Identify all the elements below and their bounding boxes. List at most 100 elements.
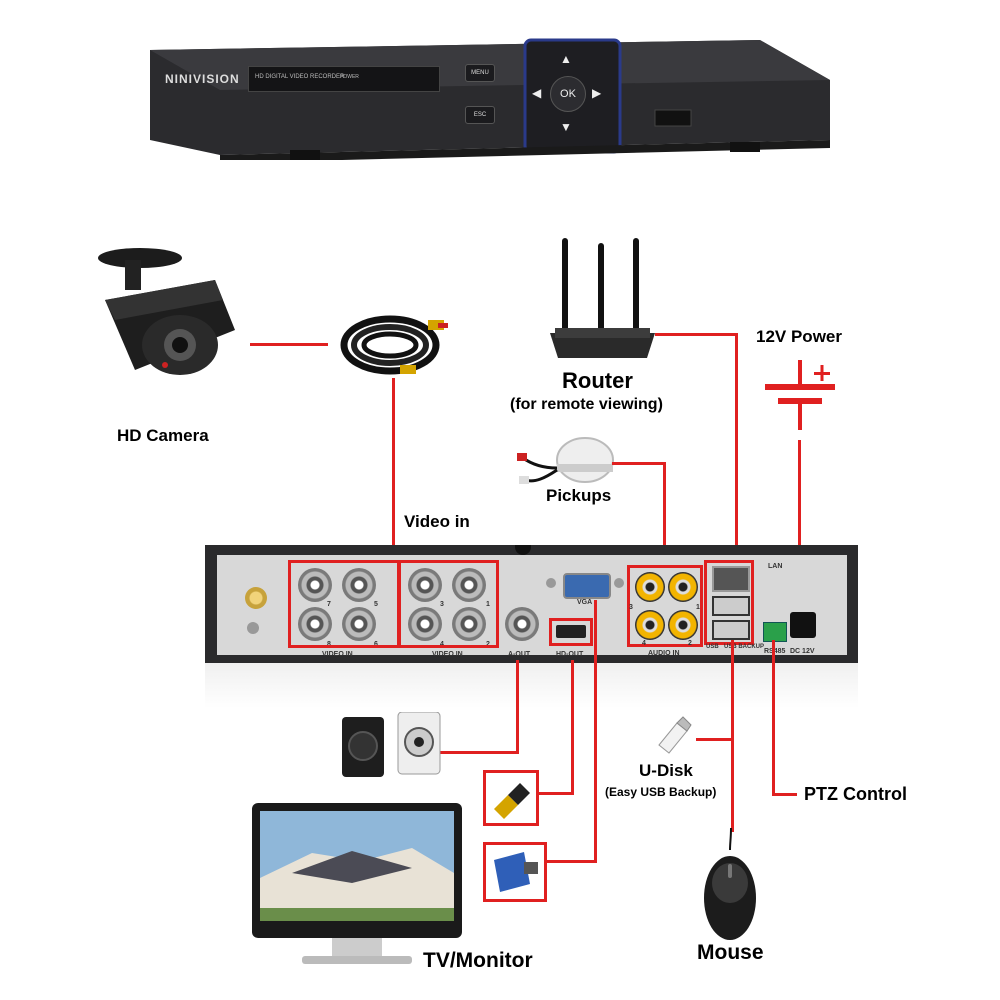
ch-label: 4 — [440, 641, 444, 648]
dvr-brand: NINIVISION — [165, 72, 240, 86]
router-label: Router — [562, 368, 633, 393]
ch-label: 3 — [440, 601, 444, 608]
power-wire — [798, 440, 801, 608]
vga-port[interactable] — [563, 573, 611, 599]
ch-label: 2 — [486, 641, 490, 648]
ground-screw-icon — [245, 587, 267, 609]
lan-port[interactable] — [712, 566, 750, 592]
mouse-icon — [704, 828, 756, 940]
audio-ch-label: 1 — [696, 604, 700, 611]
power-label: 12V Power — [756, 327, 842, 346]
dvr-display — [248, 66, 440, 92]
bnc-port-2[interactable] — [452, 607, 486, 641]
udisk-wire-h — [696, 738, 734, 741]
audio-in-highlight — [627, 565, 703, 647]
dvr-power-text: POWER — [340, 74, 359, 80]
video-in-label: Video in — [404, 512, 470, 531]
usb-port-1[interactable] — [712, 596, 750, 616]
hd-camera-icon — [98, 248, 235, 375]
usb-wire-v — [731, 640, 734, 832]
ch-label: 6 — [374, 641, 378, 648]
audio-ch-label: 3 — [629, 604, 633, 611]
pickup-wire-v — [663, 462, 666, 565]
dvr-menu-label: MENU — [471, 70, 489, 76]
router-wire-v — [735, 333, 738, 567]
hdmi-cable-box — [483, 770, 539, 826]
ground-screw-small-icon — [247, 622, 259, 634]
ch-label: 7 — [327, 601, 331, 608]
hdout-wire-v — [571, 660, 574, 794]
speakers-icon — [342, 712, 441, 777]
pickups-label: Pickups — [546, 486, 612, 505]
ptz-wire-v — [772, 640, 775, 796]
usb-port-2[interactable] — [712, 620, 750, 640]
pickup-wire-h — [612, 462, 666, 465]
pickup-microphone-icon — [517, 437, 614, 484]
bnc-port-4[interactable] — [408, 607, 442, 641]
rs485-port[interactable] — [763, 622, 787, 642]
hdmi-cable-icon — [494, 783, 530, 819]
router-icon — [550, 238, 655, 358]
bnc-port-3[interactable] — [408, 568, 442, 602]
audio-out-port[interactable] — [505, 607, 539, 641]
vga-wire-h — [546, 860, 597, 863]
vga-label: VGA — [577, 599, 593, 606]
ch-label: 1 — [486, 601, 490, 608]
video-cable-icon — [340, 315, 448, 375]
hdmi-port[interactable] — [556, 625, 586, 638]
dc12v-label: DC 12V — [790, 648, 815, 655]
aout-label: A-OUT — [508, 651, 531, 658]
dvr-esc-button[interactable]: ESC — [465, 106, 495, 124]
ch-label: 8 — [327, 641, 331, 648]
bnc-port-1[interactable] — [452, 568, 486, 602]
dvr-front-body — [150, 38, 830, 163]
dc-power-port[interactable] — [790, 612, 816, 638]
vga-cable-icon — [494, 852, 538, 892]
video-in-port-label: VIDEO IN — [432, 651, 463, 658]
vga-screw-icon — [614, 578, 624, 588]
bnc-port-5[interactable] — [342, 568, 376, 602]
audio-in-port-4[interactable] — [635, 610, 665, 640]
ch-label: 5 — [374, 601, 378, 608]
bnc-port-8[interactable] — [298, 607, 332, 641]
bnc-port-6[interactable] — [342, 607, 376, 641]
cable-to-video-in-wire — [392, 378, 395, 561]
audio-in-port-1[interactable] — [668, 572, 698, 602]
dvr-menu-button[interactable]: MENU — [465, 64, 495, 82]
audio-ch-label: 4 — [642, 640, 646, 647]
udisk-sub-label: (Easy USB Backup) — [605, 785, 717, 799]
audio-in-port-3[interactable] — [635, 572, 665, 602]
aout-wire-h — [440, 751, 519, 754]
dvr-front: NINIVISION HD DIGITAL VIDEO RECORDER POW… — [140, 30, 840, 163]
vga-cable-box — [483, 842, 547, 902]
audio-in-label: AUDIO IN — [648, 650, 680, 657]
video-in-highlight — [398, 560, 499, 648]
dvr-up-arrow-icon[interactable]: ▲ — [560, 52, 572, 66]
usb-label: USB — [706, 644, 719, 650]
aout-wire-v — [516, 660, 519, 753]
lan-usb-highlight — [704, 560, 754, 645]
bnc-port-7[interactable] — [298, 568, 332, 602]
dvr-down-arrow-icon[interactable]: ▼ — [560, 120, 572, 134]
router-sub-label: (for remote viewing) — [510, 396, 663, 413]
ptz-wire-h — [772, 793, 797, 796]
video-in-port-label: VIDEO IN — [322, 651, 353, 658]
dvr-left-arrow-icon[interactable]: ◀ — [532, 86, 542, 100]
audio-in-port-2[interactable] — [668, 610, 698, 640]
audio-ch-label: 2 — [688, 640, 692, 647]
dvr-ok-button[interactable]: OK — [550, 76, 586, 112]
dvr-ok-label: OK — [560, 88, 576, 100]
router-wire-h — [655, 333, 738, 336]
power-symbol-icon — [765, 360, 835, 430]
mouse-label: Mouse — [697, 941, 764, 964]
vga-wire-v — [594, 600, 597, 862]
dvr-right-arrow-icon[interactable]: ▶ — [592, 86, 602, 100]
tv-monitor-label: TV/Monitor — [423, 949, 533, 972]
lan-label: LAN — [768, 563, 783, 570]
usb-backup-label: USB BACKUP — [724, 644, 765, 650]
hdout-label: HD-OUT — [556, 651, 584, 658]
dvr-esc-label: ESC — [473, 112, 487, 118]
power-notch — [515, 545, 531, 555]
ptz-control-label: PTZ Control — [804, 784, 907, 804]
vga-screw-icon — [546, 578, 556, 588]
